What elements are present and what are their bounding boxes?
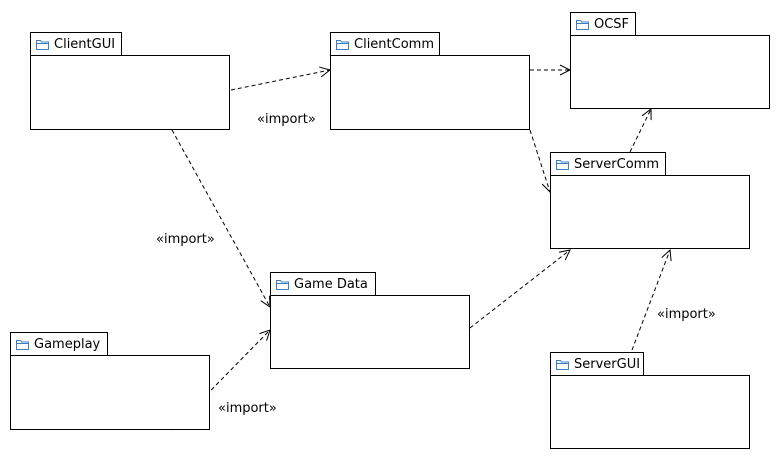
package-body xyxy=(570,35,770,109)
import-label: «import» xyxy=(156,232,215,247)
package-body xyxy=(550,175,750,249)
package-name: ClientGUI xyxy=(54,37,116,52)
edge-gamedata-to-servercomm xyxy=(469,250,570,329)
edge-servergui-to-servercomm xyxy=(631,250,670,351)
package-body xyxy=(10,355,210,430)
import-label: «import» xyxy=(257,112,316,127)
package-name: Game Data xyxy=(294,277,368,292)
package-name: ServerGUI xyxy=(574,357,641,372)
package-name: ServerComm xyxy=(574,157,659,172)
package-body xyxy=(270,295,470,369)
package-body xyxy=(550,375,750,449)
import-label: «import» xyxy=(657,307,716,322)
folder-icon xyxy=(576,19,589,30)
folder-icon xyxy=(36,39,49,50)
edge-servercomm-to-ocsf xyxy=(629,109,651,153)
package-tab: ClientComm xyxy=(330,32,440,56)
package-tab: Gameplay xyxy=(10,332,108,356)
package-tab: OCSF xyxy=(570,12,636,36)
package-name: OCSF xyxy=(594,17,630,32)
package-body xyxy=(330,55,530,130)
folder-icon xyxy=(336,39,349,50)
package-body xyxy=(30,55,230,130)
folder-icon xyxy=(276,279,289,290)
folder-icon xyxy=(556,359,569,370)
import-label: «import» xyxy=(218,401,277,416)
package-tab: ClientGUI xyxy=(30,32,122,56)
package-tab: Game Data xyxy=(270,272,376,296)
package-tab: ServerGUI xyxy=(550,352,644,376)
package-name: ClientComm xyxy=(354,37,434,52)
package-name: Gameplay xyxy=(34,337,101,352)
edge-clientgui-to-gamedata xyxy=(171,129,270,307)
folder-icon xyxy=(16,339,29,350)
edge-clientgui-to-clientcomm xyxy=(230,70,330,91)
edge-clientcomm-to-servercomm xyxy=(529,129,550,192)
folder-icon xyxy=(556,159,569,170)
package-tab: ServerComm xyxy=(550,152,666,176)
